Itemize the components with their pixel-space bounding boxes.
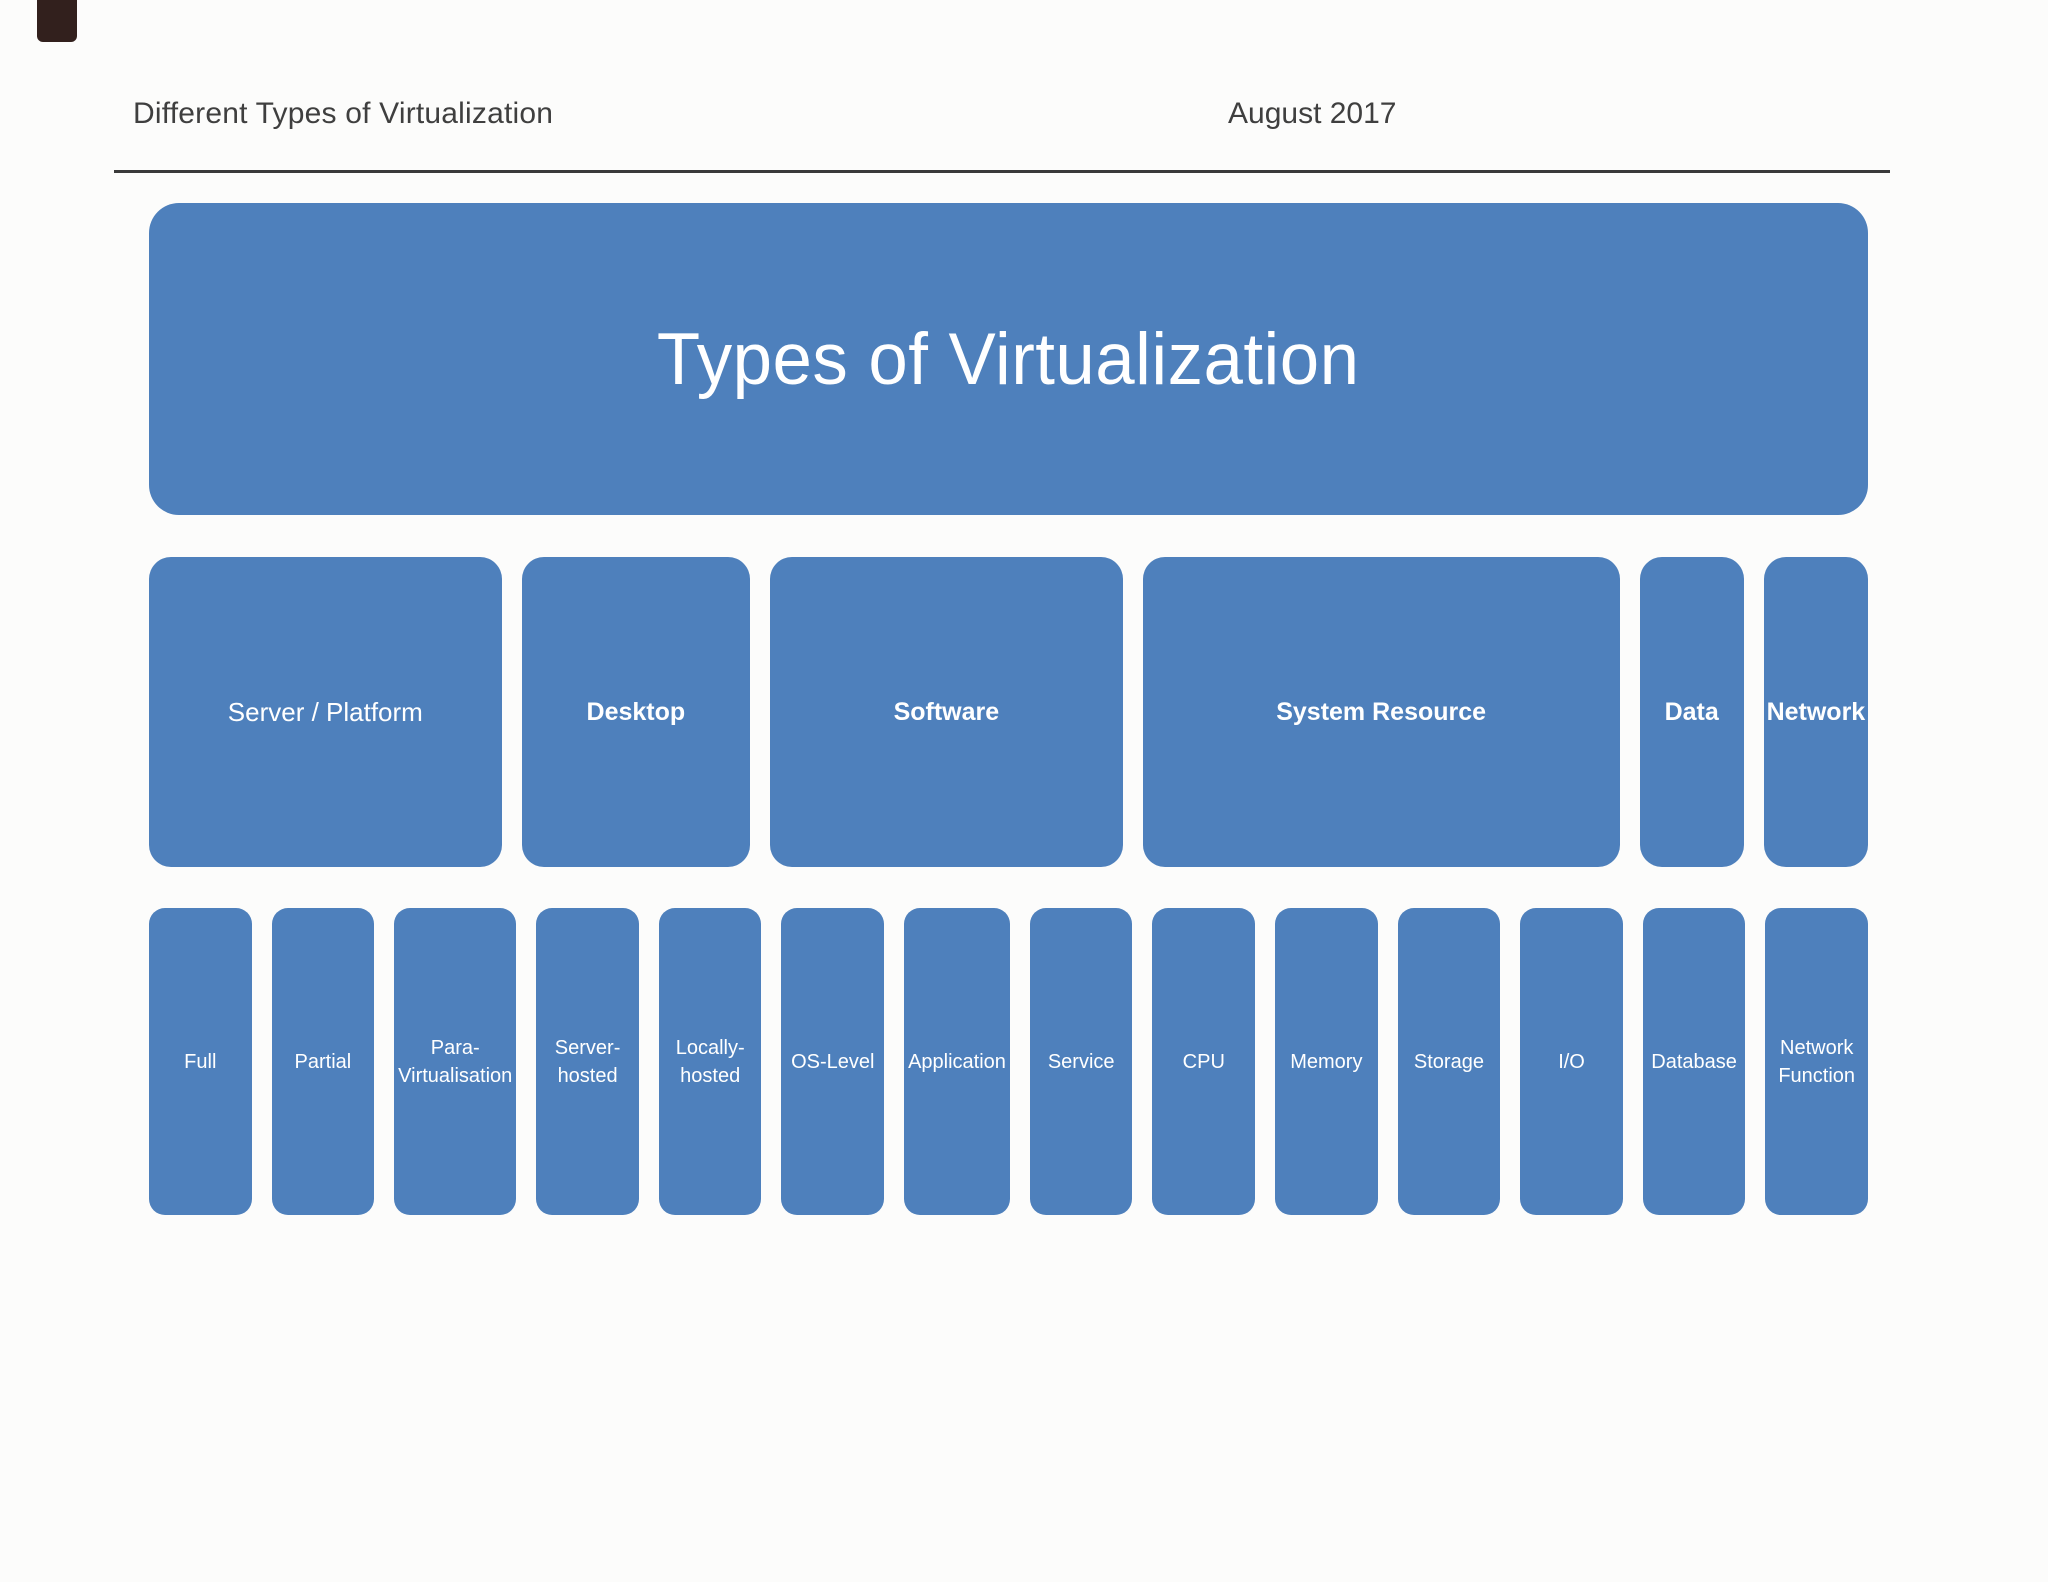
header-divider-line [114, 170, 1890, 173]
leaf-label: Server-hosted [554, 1036, 621, 1087]
category-box-data: Data [1639, 557, 1744, 867]
root-box-label: Types of Virtualization [657, 318, 1360, 400]
root-box-types-of-virtualization: Types of Virtualization [149, 203, 1868, 515]
document-date: August 2017 [1228, 97, 1397, 130]
category-label: Server / Platform [227, 696, 423, 727]
category-box-desktop: Desktop [521, 557, 751, 867]
leaf-box-service: Service [1029, 908, 1133, 1215]
category-row: Server / Platform Desktop Software Syste… [149, 557, 1868, 867]
leaf-box-storage: Storage [1397, 908, 1501, 1215]
leaf-box-os-level: OS-Level [781, 908, 885, 1215]
leaf-label: Service [1047, 1050, 1115, 1073]
category-box-software: Software [770, 557, 1123, 867]
leaf-row: Full Partial Para- Virtualisation Server… [149, 908, 1868, 1215]
leaf-label: OS-Level [791, 1050, 875, 1073]
leaf-label: CPU [1182, 1050, 1225, 1073]
leaf-label: Memory [1290, 1050, 1363, 1073]
leaf-label: Network Function [1778, 1036, 1856, 1087]
leaf-box-io: I/O [1520, 908, 1623, 1215]
leaf-label: Partial [294, 1050, 352, 1073]
category-box-server-platform: Server / Platform [149, 557, 502, 867]
leaf-box-database: Database [1642, 908, 1746, 1215]
category-label: Data [1664, 697, 1719, 726]
leaf-box-full: Full [149, 908, 252, 1215]
category-label: System Resource [1276, 697, 1487, 726]
leaf-label: Application [908, 1050, 1006, 1073]
leaf-label: Full [184, 1050, 217, 1073]
leaf-box-cpu: CPU [1152, 908, 1256, 1215]
page-corner-artifact [37, 0, 77, 42]
document-title: Different Types of Virtualization [133, 97, 554, 130]
leaf-label: Para- Virtualisation [398, 1036, 513, 1087]
category-box-system-resource: System Resource [1142, 557, 1620, 867]
category-label: Network [1766, 697, 1866, 726]
leaf-box-network-function: Network Function [1765, 908, 1868, 1215]
leaf-box-locally-hosted: Locally- hosted [658, 908, 762, 1215]
leaf-box-server-hosted: Server-hosted [536, 908, 639, 1215]
category-label: Desktop [586, 697, 686, 726]
types-of-virtualization-diagram: Types of Virtualization Server / Platfor… [149, 203, 1868, 1215]
leaf-label: Locally- hosted [675, 1036, 745, 1087]
leaf-box-partial: Partial [271, 908, 375, 1215]
leaf-box-memory: Memory [1275, 908, 1378, 1215]
leaf-box-para-virtualisation: Para- Virtualisation [394, 908, 517, 1215]
category-box-network: Network [1763, 557, 1868, 867]
leaf-label: Storage [1413, 1050, 1484, 1073]
category-label: Software [893, 697, 1000, 726]
leaf-label: I/O [1558, 1050, 1585, 1073]
leaf-box-application: Application [904, 908, 1010, 1215]
leaf-label: Database [1651, 1050, 1737, 1073]
